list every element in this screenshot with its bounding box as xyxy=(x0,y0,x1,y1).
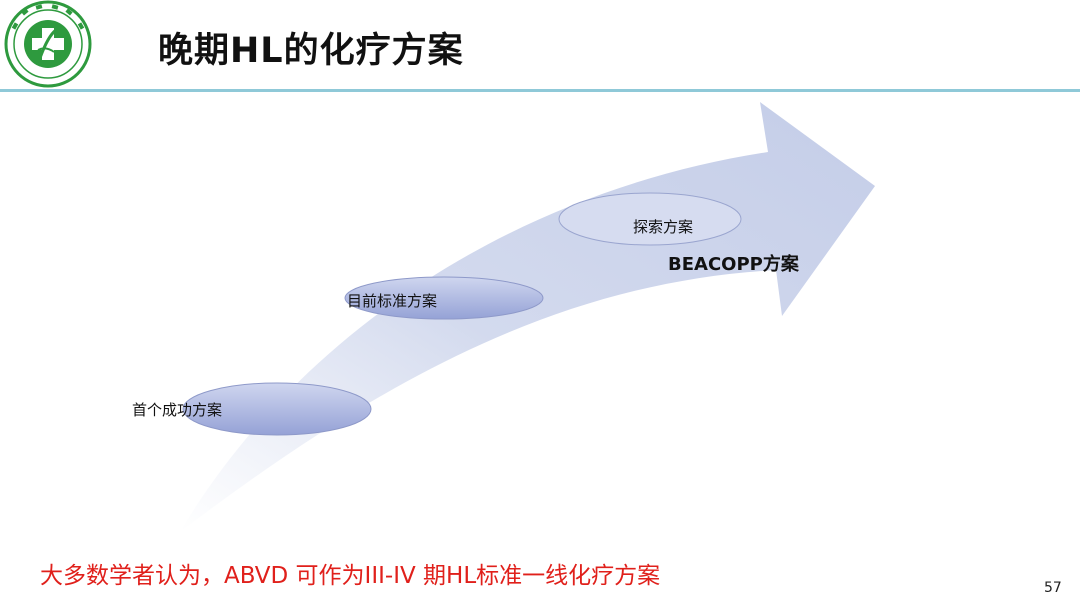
stage-ellipse-first xyxy=(182,382,372,436)
stage-ellipse-standard xyxy=(344,276,544,320)
title-divider xyxy=(0,89,1080,92)
stage-ellipse-exploratory xyxy=(558,192,742,246)
page-number: 57 xyxy=(1044,580,1062,596)
stage-label-first: 首个成功方案 xyxy=(132,401,223,419)
page-title: 晚期HL的化疗方案 xyxy=(158,31,464,71)
conclusion-text: 大多数学者认为，ABVD 可作为III-IV 期HL标准一线化疗方案 xyxy=(40,563,661,589)
regimen-label: BEACOPP方案 xyxy=(668,254,799,275)
arrow-body xyxy=(180,102,875,532)
hospital-cross-logo-icon xyxy=(4,0,92,88)
stage-label-exploratory: 探索方案 xyxy=(633,218,694,236)
stage-label-standard: 目前标准方案 xyxy=(347,292,438,310)
